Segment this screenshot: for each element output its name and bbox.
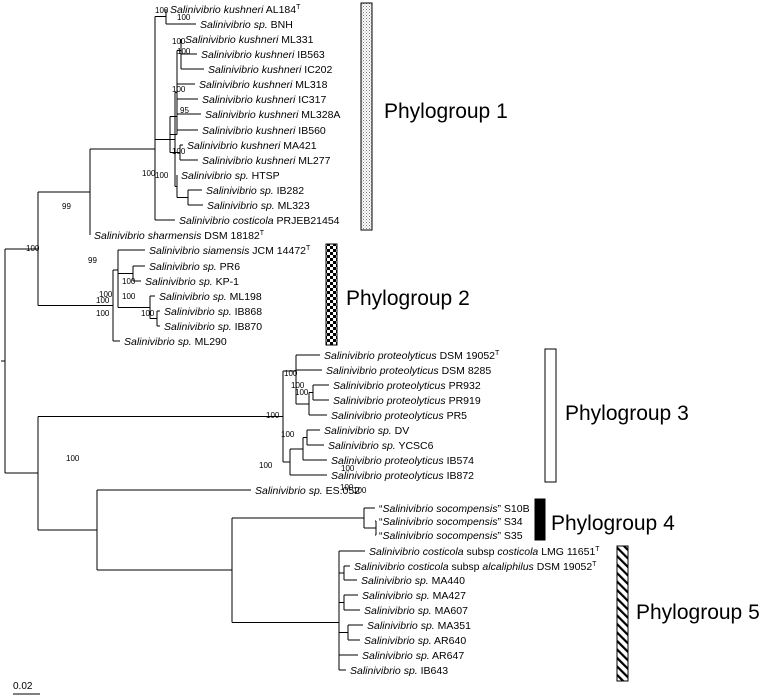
phylogroup-bar <box>544 348 557 483</box>
leaf-label: Salinivibrio sp. HTSP <box>181 170 280 182</box>
leaf-label: Salinivibrio proteolyticus IB872 <box>331 470 474 482</box>
leaf-label: Salinivibrio costicola PRJEB21454 <box>179 215 340 227</box>
bootstrap-value: 100 <box>155 6 169 15</box>
leaf-label: Salinivibrio sp. AR640 <box>364 635 466 647</box>
bootstrap-value: 100 <box>340 483 354 492</box>
leaf-label: Salinivibrio sp. BNH <box>200 19 293 31</box>
phylogroup-label: Phylogroup 2 <box>346 287 470 310</box>
leaf-label: Salinivibrio kushneri ML331 <box>185 34 314 46</box>
bootstrap-value: 100 <box>66 454 80 463</box>
bootstrap-value: 99 <box>88 256 97 265</box>
leaf-label: Salinivibrio proteolyticus DSM 8285 <box>326 365 491 377</box>
phylogroup-bar <box>534 498 546 541</box>
phylogroup-bars: Phylogroup 1 Phylogroup 2 Phylogroup 3 Phyl… <box>325 2 760 682</box>
phylogroup-label: Phylogroup 4 <box>551 512 675 535</box>
leaf-label: Salinivibrio kushneri ML277 <box>202 155 331 167</box>
leaf-label: “Salinivibrio socompensis” S10B <box>379 503 530 515</box>
leaf-label: Salinivibrio kushneri IC317 <box>202 94 326 106</box>
phylogroup-label: Phylogroup 1 <box>384 100 508 123</box>
bootstrap-value: 100 <box>122 277 136 286</box>
leaf-label: Salinivibrio sp. KP-1 <box>145 276 239 288</box>
bootstrap-value: 100 <box>295 388 309 397</box>
leaf-label: Salinivibrio proteolyticus IB574 <box>331 455 474 467</box>
leaf-label: Salinivibrio kushneri IB563 <box>201 49 325 61</box>
leaf-label: Salinivibrio kushneri MA421 <box>187 140 317 152</box>
phylogroup-label: Phylogroup 3 <box>565 402 689 425</box>
leaf-label: Salinivibrio sp. MA427 <box>362 590 466 602</box>
leaf-label: Salinivibrio sp. IB282 <box>206 185 304 197</box>
leaf-label: Salinivibrio kushneri IC202 <box>208 64 332 76</box>
leaf-label: Salinivibrio sp. MA440 <box>361 575 465 587</box>
leaf-label: Salinivibrio sp. ML290 <box>124 336 227 348</box>
leaf-label: Salinivibrio proteolyticus PR5 <box>331 410 467 422</box>
bootstrap-value: 100 <box>259 461 273 470</box>
leaf-label: Salinivibrio sp. MA607 <box>364 605 468 617</box>
bootstrap-value: 100 <box>142 169 156 178</box>
leaf-label: Salinivibrio sp. ES.052 <box>255 485 360 497</box>
leaf-label: Salinivibrio kushneri ML318 <box>199 79 328 91</box>
leaf-label: Salinivibrio sharmensis DSM 18182T <box>94 230 265 242</box>
phylogroup-bar <box>325 243 338 346</box>
leaf-label: Salinivibrio sp. PR6 <box>149 261 240 273</box>
bootstrap-value: 100 <box>26 244 40 253</box>
bootstrap-value: 100 <box>172 85 186 94</box>
phylogroup-label: Phylogroup 5 <box>636 601 760 624</box>
bootstrap-value: 99 <box>62 202 71 211</box>
leaf-label: Salinivibrio proteolyticus DSM 19052T <box>324 350 500 362</box>
leaf-label: Salinivibrio proteolyticus PR919 <box>333 395 481 407</box>
bootstrap-value: 100 <box>96 309 110 318</box>
leaf-label: Salinivibrio sp. IB870 <box>164 321 262 333</box>
leaf-label: Salinivibrio costicola subsp costicola L… <box>369 546 600 558</box>
bootstrap-value: 100 <box>291 381 305 390</box>
bootstrap-value: 95 <box>180 106 189 115</box>
scale-bar: 0.02 <box>13 681 40 695</box>
leaf-label: Salinivibrio kushneri IB560 <box>202 125 326 137</box>
scale-bar-label: 0.02 <box>13 681 33 692</box>
leaf-label: “Salinivibrio socompensis” S34 <box>379 516 523 528</box>
bootstrap-value: 100 <box>172 37 186 46</box>
leaf-label: Salinivibrio proteolyticus PR932 <box>333 380 481 392</box>
bootstrap-value: 100 <box>284 369 298 378</box>
leaf-label: Salinivibrio kushneri ML328A <box>205 109 340 121</box>
bootstrap-value: 100 <box>96 296 110 305</box>
bootstrap-value: 100 <box>122 292 136 301</box>
phylogroup-bar <box>616 545 629 682</box>
leaf-label: Salinivibrio sp. AR647 <box>362 650 464 662</box>
bootstrap-value: 100 <box>353 486 367 495</box>
leaf-labels: Salinivibrio kushneri AL184T Salinivibrio… <box>94 4 600 677</box>
leaf-label: Salinivibrio sp. ML198 <box>159 291 262 303</box>
leaf-label: Salinivibrio kushneri AL184T <box>170 4 301 16</box>
bootstrap-value: 100 <box>341 464 355 473</box>
leaf-label: Salinivibrio sp. DV <box>324 425 409 437</box>
leaf-label: Salinivibrio costicola subsp alcaliphilu… <box>354 561 597 573</box>
leaf-label: Salinivibrio siamensis JCM 14472T <box>149 245 311 257</box>
bootstrap-labels: 1001001001009510010010010099100991001001… <box>26 6 367 495</box>
bootstrap-value: 100 <box>141 309 155 318</box>
leaf-label: Salinivibrio sp. YCSC6 <box>328 440 434 452</box>
bootstrap-value: 100 <box>172 147 186 156</box>
phylogroup-bar <box>360 2 373 231</box>
bootstrap-value: 100 <box>155 171 169 180</box>
leaf-label: “Salinivibrio socompensis” S35 <box>379 530 523 542</box>
leaf-label: Salinivibrio sp. MA351 <box>367 620 471 632</box>
bootstrap-value: 100 <box>99 290 113 299</box>
leaf-label: Salinivibrio sp. IB868 <box>164 306 262 318</box>
bootstrap-value: 100 <box>266 411 280 420</box>
leaf-label: Salinivibrio sp. IB643 <box>350 665 448 677</box>
tree-branches <box>1 9 377 671</box>
bootstrap-value: 100 <box>177 47 191 56</box>
bootstrap-value: 100 <box>177 13 191 22</box>
leaf-label: Salinivibrio sp. ML323 <box>207 200 310 212</box>
bootstrap-value: 100 <box>281 430 295 439</box>
